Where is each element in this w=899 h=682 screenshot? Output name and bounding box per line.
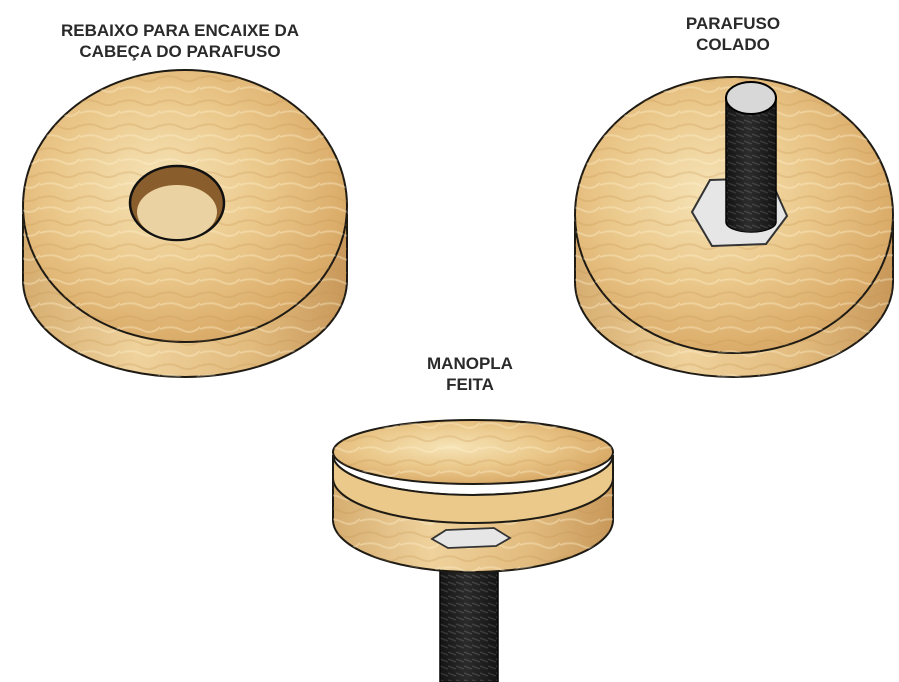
disc-with-glued-screw [575, 77, 893, 377]
finished-knob [333, 420, 613, 682]
knob-hex-head [432, 528, 510, 548]
knob-top-grain [333, 420, 613, 484]
disc-with-recess [23, 70, 347, 377]
recess-floor [137, 185, 217, 239]
screw-tip [726, 82, 776, 114]
screw-shaft-shade [726, 98, 776, 232]
